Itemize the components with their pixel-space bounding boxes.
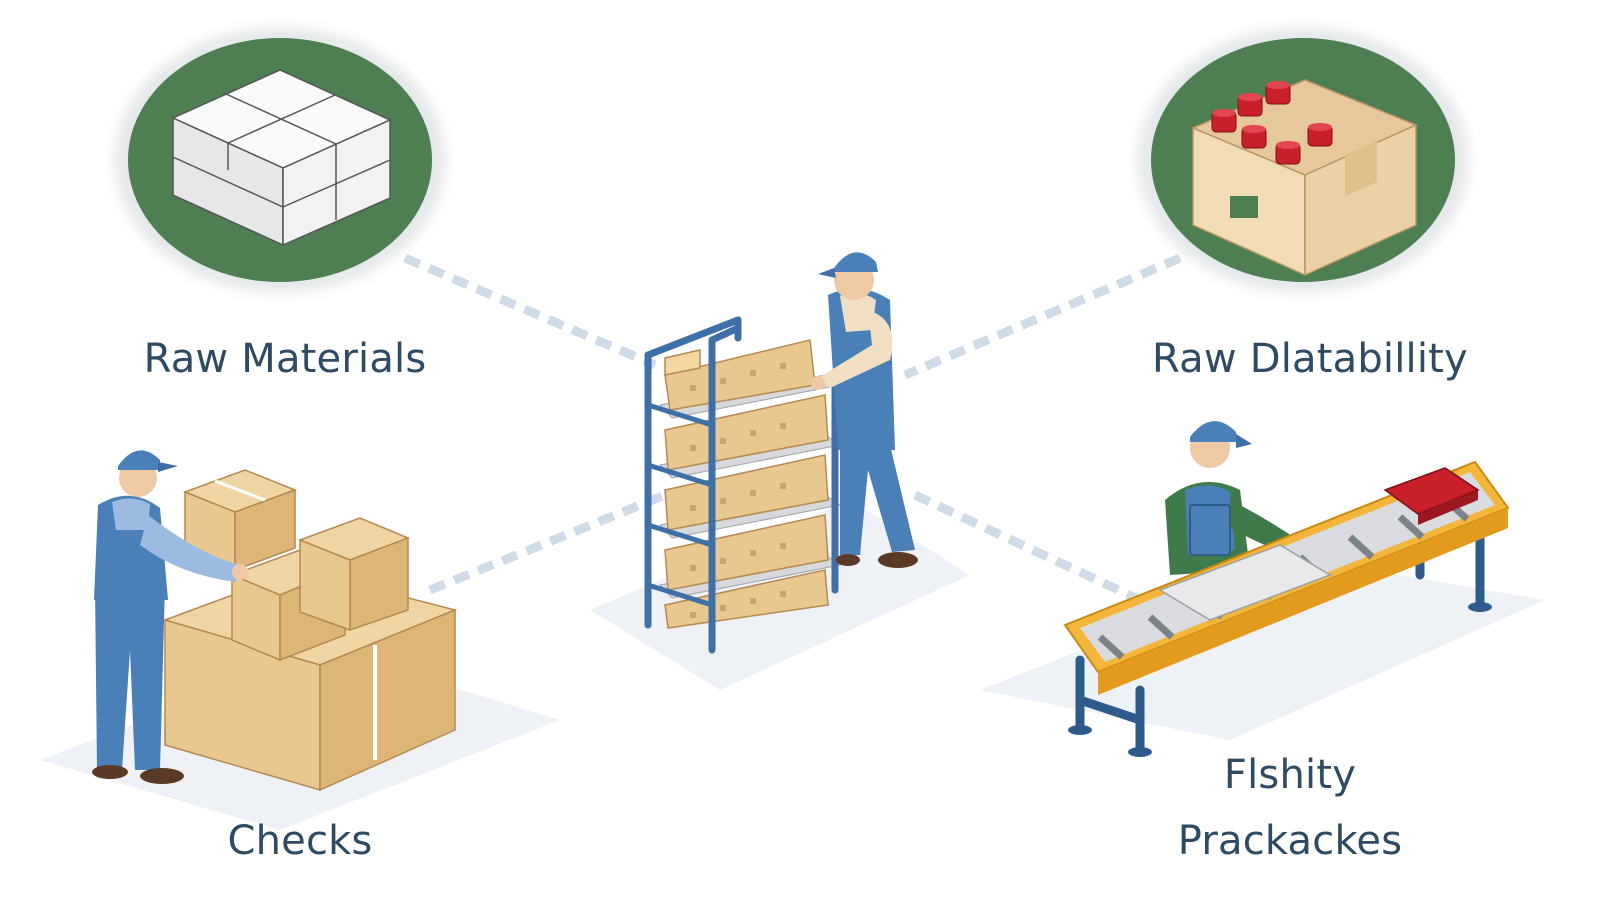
cardboard-box-with-jars-icon [1191,79,1418,277]
conveyor-worker [1165,421,1312,575]
label-prackackes: Prackackes [1177,818,1403,864]
label-raw-dlatability: Raw Dlatabillity [1152,336,1468,382]
white-boxes-icon [171,69,392,247]
raw-materials-icon-circle [114,27,446,293]
label-checks: Checks [227,818,373,864]
conveyor-belt [1063,460,1510,757]
connector-raw-dlatability-to-rack [903,253,1182,380]
label-raw-materials: Raw Materials [143,336,427,382]
storage-rack [644,316,842,654]
rack-boxes [664,339,829,629]
connector-raw-materials-to-rack [403,253,657,370]
connector-lines [403,253,1182,605]
label-flshity: Flshity [1223,752,1357,798]
connector-rack-to-conveyor [913,490,1142,605]
connector-checks-to-rack [428,490,667,595]
raw-dlatability-icon-circle [1137,27,1469,293]
checks-worker [92,450,248,784]
checks-boxes [162,469,458,792]
rack-worker [811,252,918,568]
